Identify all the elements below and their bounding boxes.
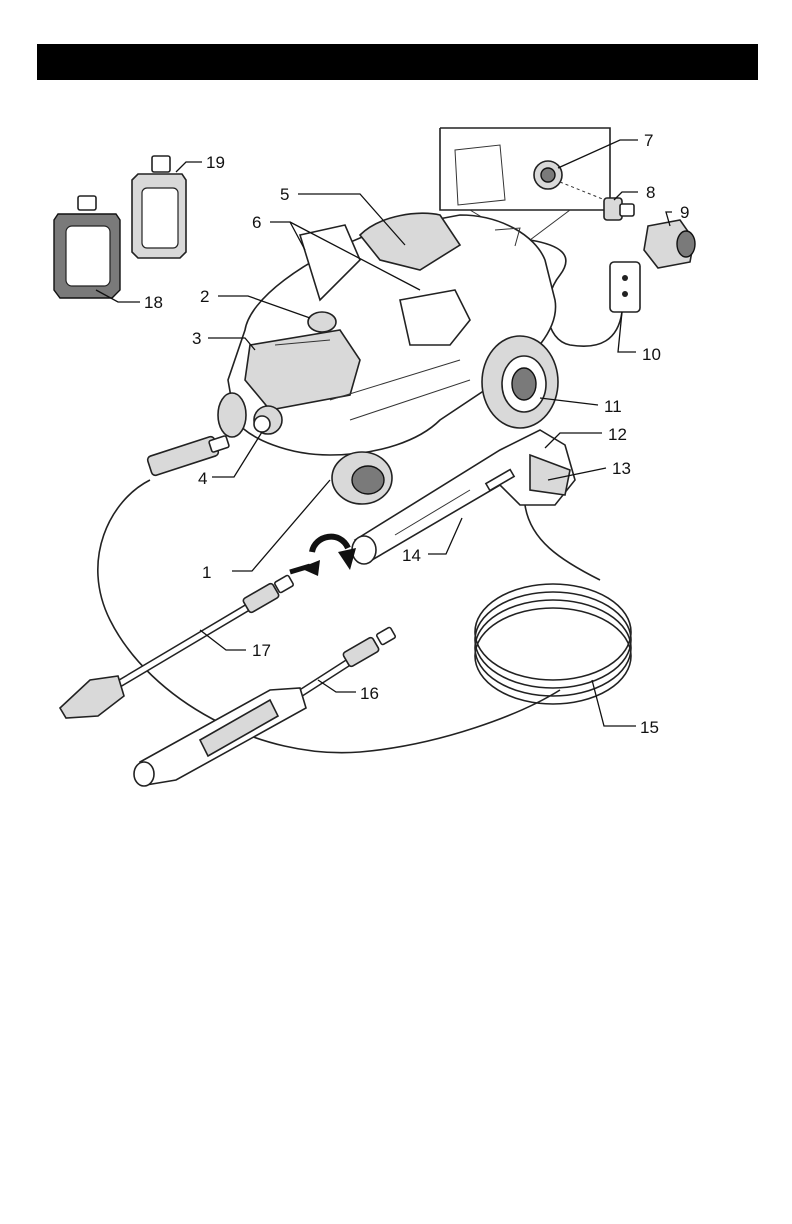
outlet-4 — [254, 406, 282, 434]
callout-4: 4 — [198, 469, 207, 488]
callout-14: 14 — [402, 546, 421, 565]
callout-19: 19 — [206, 153, 225, 172]
callout-18: 18 — [144, 293, 163, 312]
hose-coil-15 — [475, 505, 631, 704]
callout-6: 6 — [252, 213, 261, 232]
callout-8: 8 — [646, 183, 655, 202]
high-pressure-hose — [98, 480, 560, 753]
callout-1: 1 — [202, 563, 211, 582]
callout-7: 7 — [644, 131, 653, 150]
callout-16: 16 — [360, 684, 379, 703]
trigger-gun — [352, 430, 575, 564]
detergent-bottle-18 — [54, 196, 120, 298]
detergent-bottle-19 — [132, 156, 186, 258]
callout-5: 5 — [280, 185, 289, 204]
callout-9: 9 — [680, 203, 689, 222]
hose-coupling-9 — [644, 220, 695, 268]
callout-10: 10 — [642, 345, 661, 364]
callout-11: 11 — [604, 397, 622, 416]
hose-connector — [147, 436, 230, 477]
callout-13: 13 — [612, 459, 631, 478]
front-wheel — [332, 452, 392, 504]
callout-2: 2 — [200, 287, 209, 306]
rear-wheel-left — [218, 393, 246, 437]
callout-3: 3 — [192, 329, 201, 348]
adapter-8 — [604, 198, 634, 220]
callout-12: 12 — [608, 425, 627, 444]
wheel-11 — [482, 336, 558, 428]
rotation-arrow — [290, 537, 356, 576]
callout-17: 17 — [252, 641, 271, 660]
callout-15: 15 — [640, 718, 659, 737]
